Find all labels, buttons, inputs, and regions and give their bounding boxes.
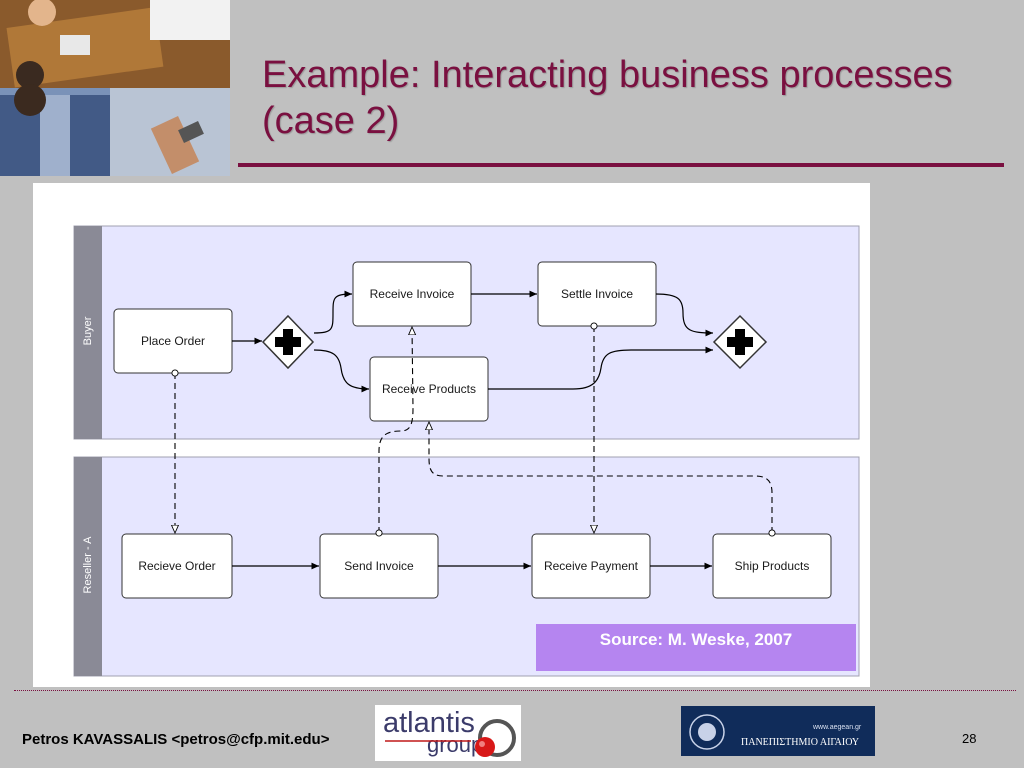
task-label-settle-invoice: Settle Invoice: [560, 287, 634, 301]
task-label-recieve-order: Recieve Order: [138, 559, 216, 573]
task-label-receive-products: Receive Products: [381, 382, 477, 396]
footer-author: Petros KAVASSALIS <petros@cfp.mit.edu>: [22, 731, 330, 748]
footer-divider: [14, 690, 1016, 691]
flow-settle-to-join: [655, 293, 714, 337]
page-number: 28: [962, 731, 977, 746]
flow-split-to-receive-invoice: [313, 290, 353, 334]
lane-label-buyer: Buyer: [82, 316, 94, 346]
atlantis-logo-group-text: group: [427, 732, 484, 757]
lane-reseller-header: [74, 457, 102, 676]
task-label-receive-invoice: Receive Invoice: [369, 287, 455, 301]
flow-split-to-receive-products: [313, 349, 370, 393]
title-divider: [238, 163, 1004, 167]
task-label-send-invoice: Send Invoice: [344, 559, 414, 573]
parallel-join-gateway: [712, 314, 768, 370]
atlantis-group-logo: atlantis group: [375, 705, 521, 761]
lane-buyer-header: [74, 226, 102, 439]
task-label-receive-payment: Receive Payment: [543, 559, 639, 573]
message-products: [429, 422, 772, 533]
parallel-split-gateway: [261, 314, 315, 370]
university-aegean-logo: www.aegean.gr ΠΑΝΕΠΙΣΤΗΜΙΟ ΑΙΓΑΙΟΥ: [681, 706, 875, 756]
aegean-logo-url: www.aegean.gr: [813, 724, 862, 731]
flow-receive-products-to-join: [488, 346, 713, 390]
process-diagram: Buyer Reseller - A Place Order Receive I…: [33, 183, 870, 687]
lane-label-reseller: Reseller - A: [82, 536, 94, 594]
message-invoice: [379, 327, 413, 533]
slide-title: Example: Interacting business processes …: [262, 54, 953, 142]
aegean-logo-name: ΠΑΝΕΠΙΣΤΗΜΙΟ ΑΙΓΑΙΟΥ: [741, 737, 860, 748]
task-label-ship-products: Ship Products: [734, 559, 810, 573]
header-photo: [0, 0, 230, 176]
source-note: Source: M. Weske, 2007: [536, 624, 856, 671]
task-label-place-order: Place Order: [140, 334, 206, 348]
atlantis-logo-text: atlantis: [383, 707, 475, 739]
